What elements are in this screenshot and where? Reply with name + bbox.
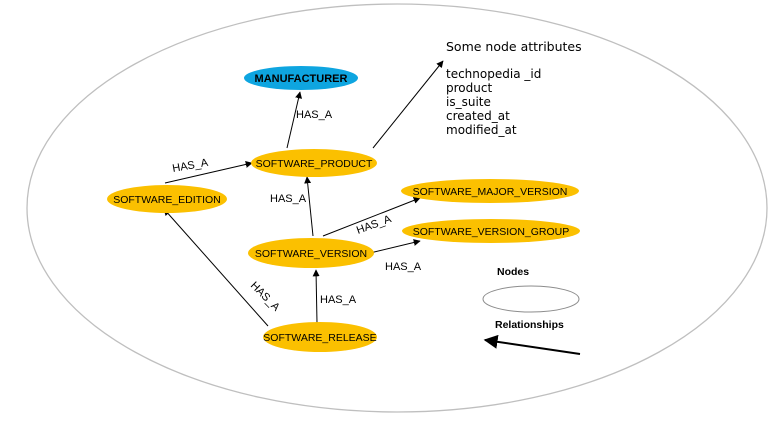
node-label-manufacturer: MANUFACTURER <box>255 73 348 85</box>
rel-label-version-major: HAS_A <box>355 213 394 237</box>
node-label-software-version: SOFTWARE_VERSION <box>255 248 367 260</box>
attribute-item: created_at <box>446 109 510 123</box>
node-software-product[interactable]: SOFTWARE_PRODUCT <box>251 149 377 177</box>
attribute-item: modified_at <box>446 123 517 137</box>
graph-boundary <box>26 3 768 413</box>
rel-label-release-version: HAS_A <box>320 294 357 306</box>
node-software-edition[interactable]: SOFTWARE_EDITION <box>107 185 227 213</box>
node-label-software-edition: SOFTWARE_EDITION <box>113 194 221 206</box>
attribute-item: technopedia _id <box>446 67 541 81</box>
node-manufacturer[interactable]: MANUFACTURER <box>244 66 358 90</box>
attributes-block: Some node attributes technopedia _id pro… <box>446 39 582 137</box>
node-label-software-product: SOFTWARE_PRODUCT <box>256 158 373 170</box>
edge-version-product <box>304 176 314 237</box>
edge-version-group <box>369 239 421 254</box>
edge-release-edition <box>163 208 269 327</box>
legend: Nodes Relationships <box>482 266 581 355</box>
rel-label-edition-product: HAS_A <box>171 157 209 175</box>
legend-relationship-arrow <box>483 334 581 355</box>
node-label-software-release: SOFTWARE_RELEASE <box>263 332 376 344</box>
rel-label-version-product: HAS_A <box>270 193 307 205</box>
edge-release-version <box>312 269 320 324</box>
edge-edition-product <box>164 161 253 184</box>
legend-nodes-label: Nodes <box>497 266 529 278</box>
node-software-major-version[interactable]: SOFTWARE_MAJOR_VERSION <box>401 179 579 203</box>
attribute-item: product <box>446 81 492 95</box>
edge-product-manufacturer <box>286 91 302 149</box>
node-software-version-group[interactable]: SOFTWARE_VERSION_GROUP <box>402 219 580 243</box>
node-software-version[interactable]: SOFTWARE_VERSION <box>248 238 374 268</box>
node-label-software-version-group: SOFTWARE_VERSION_GROUP <box>413 226 570 238</box>
attribute-item: is_suite <box>446 95 491 109</box>
node-software-release[interactable]: SOFTWARE_RELEASE <box>263 322 377 352</box>
legend-node-symbol <box>482 285 580 313</box>
edge-version-major <box>322 197 421 237</box>
rel-label-product-manufacturer: HAS_A <box>296 109 333 121</box>
legend-relationships-label: Relationships <box>495 319 564 331</box>
edge-attributes-pointer <box>372 60 444 149</box>
edges <box>163 60 444 327</box>
rel-label-version-group: HAS_A <box>385 261 422 273</box>
node-label-software-major-version: SOFTWARE_MAJOR_VERSION <box>413 186 568 198</box>
attributes-title: Some node attributes <box>446 39 582 54</box>
